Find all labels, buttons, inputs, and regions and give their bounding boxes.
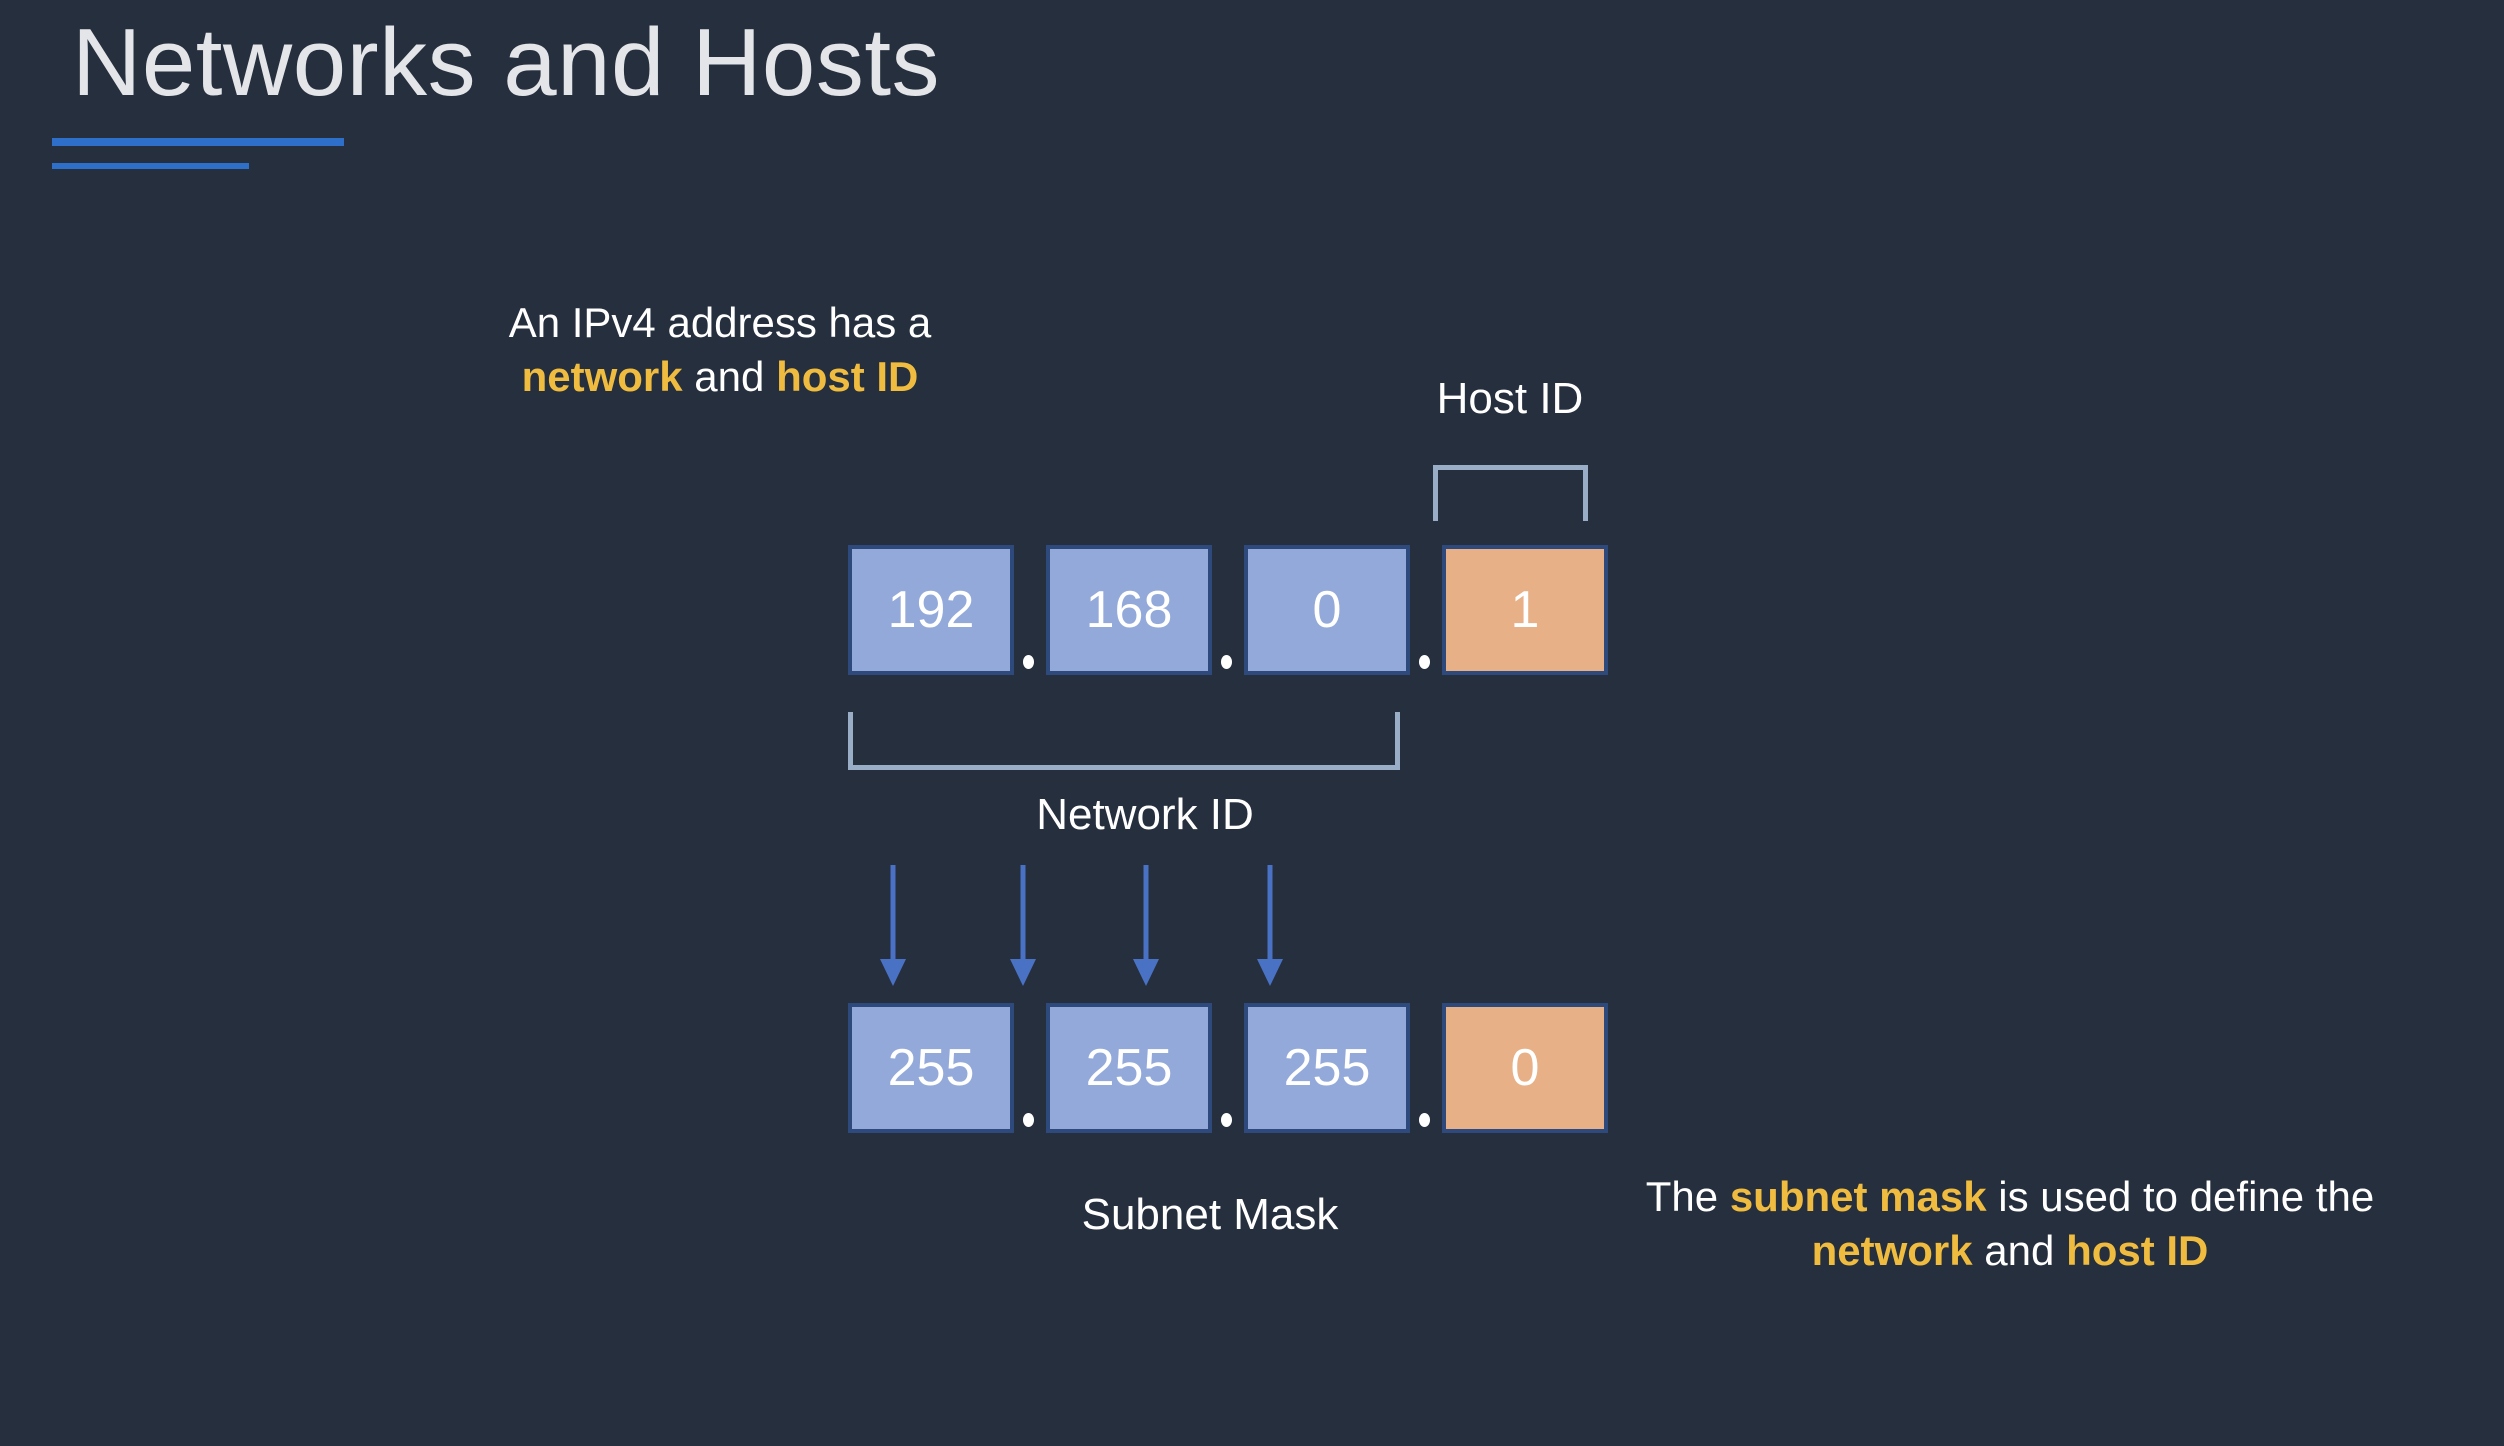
octet-value: 1	[1510, 581, 1540, 639]
octet-separator-dot	[1023, 1113, 1034, 1127]
octet-box-address-2[interactable]: 168	[1046, 545, 1232, 675]
callout-ipv4-host-id-term: host ID	[776, 352, 919, 400]
octet-separator-dot	[1221, 655, 1232, 669]
callout-subnet-host-id-term: host ID	[2066, 1226, 2209, 1274]
octet-box-address-1[interactable]: 192	[848, 545, 1034, 675]
octet-value: 255	[1283, 1039, 1371, 1097]
octet-value: 255	[887, 1039, 975, 1097]
octet-box-mask-4[interactable]: 0	[1442, 1003, 1608, 1133]
label-subnet-mask: Subnet Mask	[1081, 1190, 1339, 1239]
page-title: Networks and Hosts	[72, 9, 940, 116]
down-arrow-icon-4	[1257, 865, 1283, 986]
callout-ipv4-address: An IPv4 address has a network and host I…	[420, 296, 1020, 404]
octet-separator-dot	[1419, 655, 1430, 669]
down-arrow-icon-2	[1010, 865, 1036, 986]
ip-address-octet-row: 192 168 0 1	[848, 545, 1608, 675]
callout-ipv4-network-term: network	[521, 352, 683, 400]
callout-subnet-conjunction: and	[1972, 1226, 2067, 1274]
callout-subnet-mask: The subnet mask is used to define the ne…	[1630, 1170, 2390, 1278]
callout-subnet-network-term: network	[1811, 1226, 1973, 1274]
octet-value: 0	[1312, 581, 1342, 639]
callout-subnet-middle: is used to define the	[1986, 1173, 2375, 1220]
bracket-network-id	[848, 712, 1400, 770]
octet-value: 255	[1085, 1039, 1173, 1097]
subnet-mask-octet-row: 255 255 255 0	[848, 1003, 1608, 1133]
callout-subnet-mask-term: subnet mask	[1729, 1173, 1987, 1220]
octet-box-address-4[interactable]: 1	[1442, 545, 1608, 675]
title-underline-secondary	[52, 163, 249, 169]
octet-separator-dot	[1221, 1113, 1232, 1127]
callout-ipv4-line1: An IPv4 address has a	[508, 299, 932, 346]
octet-separator-dot	[1419, 1113, 1430, 1127]
octet-value: 0	[1510, 1039, 1540, 1097]
title-underline-primary	[52, 138, 344, 146]
label-network-id: Network ID	[1036, 790, 1254, 839]
bracket-host-id	[1433, 465, 1588, 521]
down-arrow-icon-3	[1133, 865, 1159, 986]
octet-box-mask-1[interactable]: 255	[848, 1003, 1034, 1133]
callout-ipv4-conjunction: and	[682, 352, 777, 400]
down-arrow-icon-1	[880, 865, 906, 986]
callout-subnet-the: The	[1645, 1173, 1730, 1220]
octet-box-mask-2[interactable]: 255	[1046, 1003, 1232, 1133]
octet-box-address-3[interactable]: 0	[1244, 545, 1430, 675]
label-host-id: Host ID	[1436, 374, 1584, 423]
octet-box-mask-3[interactable]: 255	[1244, 1003, 1430, 1133]
octet-separator-dot	[1023, 655, 1034, 669]
octet-value: 192	[887, 581, 975, 639]
octet-value: 168	[1085, 581, 1173, 639]
